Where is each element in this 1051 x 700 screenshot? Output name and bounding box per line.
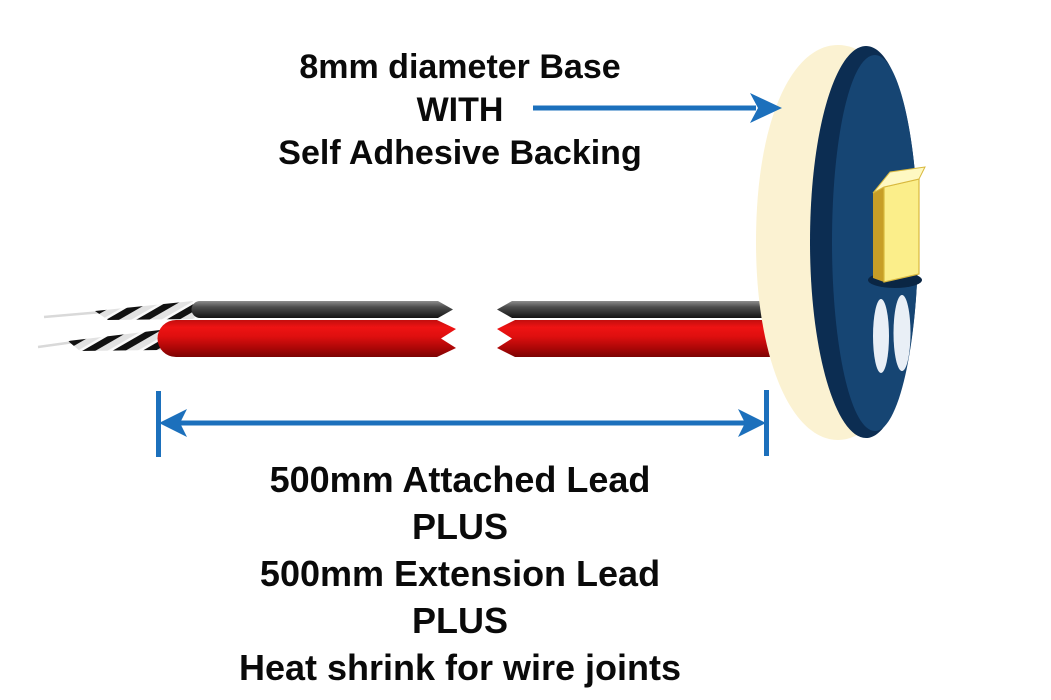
lead-annotation-line-4: PLUS	[411, 600, 508, 641]
lead-segment-left	[157, 301, 456, 357]
black-wire-right	[497, 301, 800, 318]
lead-annotation: 500mm Attached Lead PLUS 500mm Extension…	[130, 456, 790, 691]
pointer-arrowhead-icon	[750, 93, 782, 123]
wire-wisp	[43, 310, 103, 319]
black-wire-left	[191, 301, 453, 318]
base-annotation-line-3: Self Adhesive Backing	[278, 134, 642, 172]
dimension-arrowhead-left-icon	[159, 409, 187, 437]
wire-hole-left	[873, 299, 889, 373]
connector-front-face	[883, 178, 920, 283]
connector-top-face	[872, 166, 926, 194]
lead-annotation-line-1: 500mm Attached Lead	[269, 459, 651, 500]
base-pointer-arrow	[533, 93, 782, 123]
base-annotation: 8mm diameter Base WITH Self Adhesive Bac…	[160, 46, 760, 175]
wire-hole-right	[893, 295, 911, 371]
dimension-arrowhead-right-icon	[738, 409, 766, 437]
red-wire-left	[157, 320, 456, 357]
base-annotation-line-1: 8mm diameter Base	[299, 48, 621, 86]
lead-annotation-line-5: Heat shrink for wire joints	[238, 647, 682, 688]
twisted-strand-top	[95, 301, 195, 320]
red-wire-right	[497, 320, 800, 357]
wire-wisp	[37, 340, 75, 349]
twisted-strand-bottom	[68, 330, 162, 351]
lead-annotation-line-2: PLUS	[411, 506, 508, 547]
bare-wire-strands	[37, 301, 195, 351]
base-annotation-line-2: WITH	[416, 91, 504, 129]
connector-side-face	[873, 187, 884, 282]
led-disc	[756, 45, 926, 440]
lead-segment-right	[497, 301, 800, 357]
lead-annotation-line-3: 500mm Extension Lead	[259, 553, 661, 594]
lead-dimension-arrow	[156, 390, 769, 457]
